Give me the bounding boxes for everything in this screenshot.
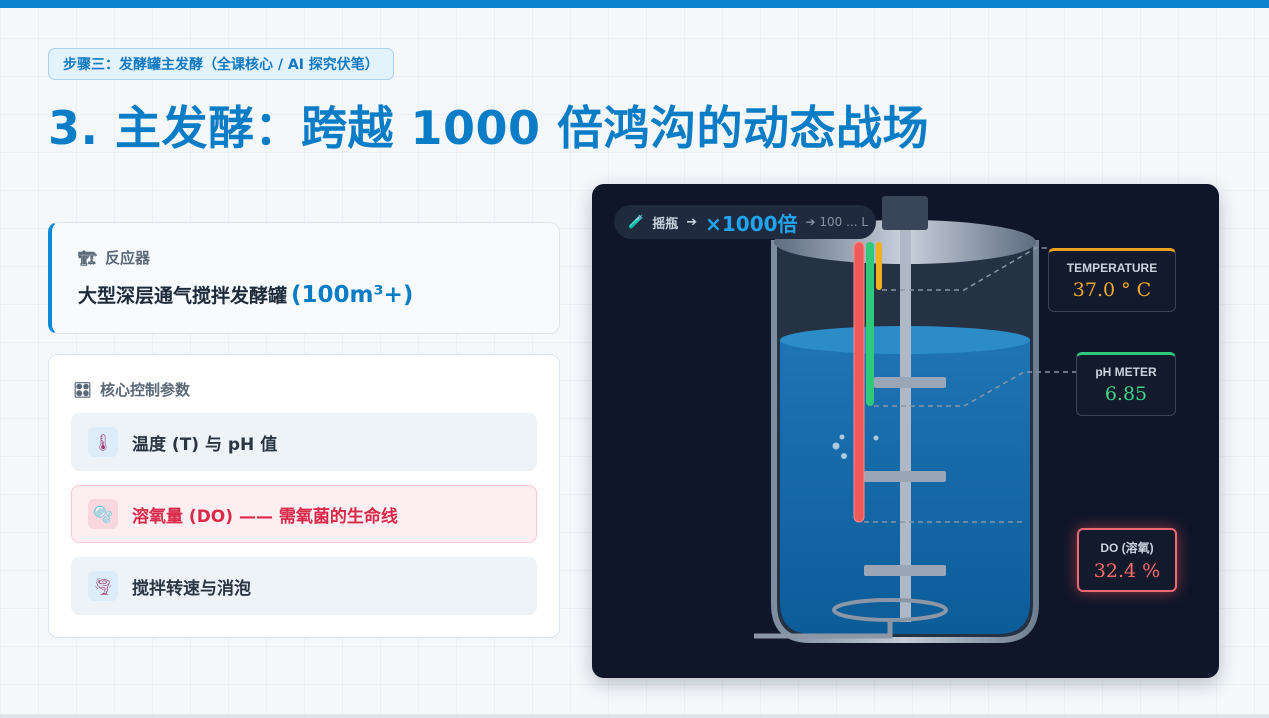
param-item-temperature-ph[interactable]: 🌡 温度 (T) 与 pH 值 <box>71 413 537 471</box>
reactor-card-header: 🏗 反应器 <box>78 247 150 268</box>
scale-up-flow: 🧪 摇瓶 ➔ ×1000倍 ➔ 100 ... L <box>614 205 876 239</box>
temperature-probe <box>876 242 882 290</box>
flow-next: ➔ 100 ... L <box>805 215 869 229</box>
reactor-card-heading: 反应器 <box>105 249 151 267</box>
reactor-name: 大型深层通气搅拌发酵罐 <box>78 285 288 307</box>
params-card-heading: 核心控制参数 <box>100 381 191 399</box>
control-params-card: 🎛 核心控制参数 🌡 温度 (T) 与 pH 值 🫧 溶氧量 (DO) —— 需… <box>48 354 560 638</box>
bubble <box>839 434 845 440</box>
flow-scale: ×1000倍 <box>705 211 798 236</box>
step-tag: 步骤三：发酵罐主发酵（全课核心 / AI 探究伏笔） <box>48 48 394 80</box>
temperature-leader-line <box>882 247 1048 291</box>
ph-probe <box>866 242 874 406</box>
param-item-agitation[interactable]: 🌪 搅拌转速与消泡 <box>71 557 537 615</box>
param-label: 搅拌转速与消泡 <box>132 578 251 599</box>
bubble <box>832 442 840 450</box>
param-label: 溶氧量 (DO) —— 需氧菌的生命线 <box>132 506 398 527</box>
fermenter-panel: 🧪 摇瓶 ➔ ×1000倍 ➔ 100 ... L TEMPERATURE 37… <box>592 184 1219 678</box>
bottom-bar <box>0 714 1269 718</box>
flow-from: 摇瓶 <box>652 216 679 232</box>
do-value: 32.4 % <box>1093 559 1161 582</box>
ph-label: pH METER <box>1095 365 1157 379</box>
bubble <box>841 453 847 459</box>
impeller-middle <box>864 471 946 482</box>
test-tube-icon: 🧪 <box>628 214 645 230</box>
param-item-dissolved-oxygen[interactable]: 🫧 溶氧量 (DO) —— 需氧菌的生命线 <box>71 485 537 543</box>
reactor-card: 🏗 反应器 大型深层通气搅拌发酵罐 (100m³+) <box>48 222 560 334</box>
tornado-icon: 🌪 <box>88 571 118 601</box>
fermenter-tank-illustration <box>754 196 1076 643</box>
top-accent-bar <box>0 0 1269 8</box>
temperature-readout: TEMPERATURE 37.0 ° C <box>1048 248 1176 312</box>
thermometer-icon: 🌡 <box>88 427 118 457</box>
ph-leader-line <box>874 371 1076 407</box>
air-inlet-pipe <box>754 620 893 639</box>
arrow-right-icon: ➔ <box>686 214 698 230</box>
temperature-label: TEMPERATURE <box>1066 261 1158 275</box>
impeller-top <box>874 377 946 388</box>
param-label: 温度 (T) 与 pH 值 <box>132 434 278 455</box>
ph-readout: pH METER 6.85 <box>1076 352 1176 416</box>
agitator-shaft <box>900 230 911 622</box>
bubble <box>873 435 879 441</box>
motor-block <box>882 196 928 230</box>
do-label: DO (溶氧) <box>1100 540 1154 555</box>
crane-icon: 🏗 <box>78 248 98 267</box>
ph-value: 6.85 <box>1104 383 1148 405</box>
do-probe <box>853 241 865 523</box>
impeller-bottom <box>864 565 946 576</box>
bubbles-icon: 🫧 <box>88 499 118 529</box>
step-tag-text: 步骤三：发酵罐主发酵（全课核心 / AI 探究伏笔） <box>63 57 379 73</box>
page-title: 3. 主发酵：跨越 1000 倍鸿沟的动态战场 <box>48 101 930 155</box>
do-readout: DO (溶氧) 32.4 % <box>1077 528 1177 592</box>
reactor-value: 大型深层通气搅拌发酵罐 (100m³+) <box>78 281 413 308</box>
params-card-header: 🎛 核心控制参数 <box>73 379 190 400</box>
control-knobs-icon: 🎛 <box>73 380 93 399</box>
temperature-value: 37.0 ° C <box>1072 279 1152 301</box>
reactor-capacity: (100m³+) <box>291 282 414 308</box>
